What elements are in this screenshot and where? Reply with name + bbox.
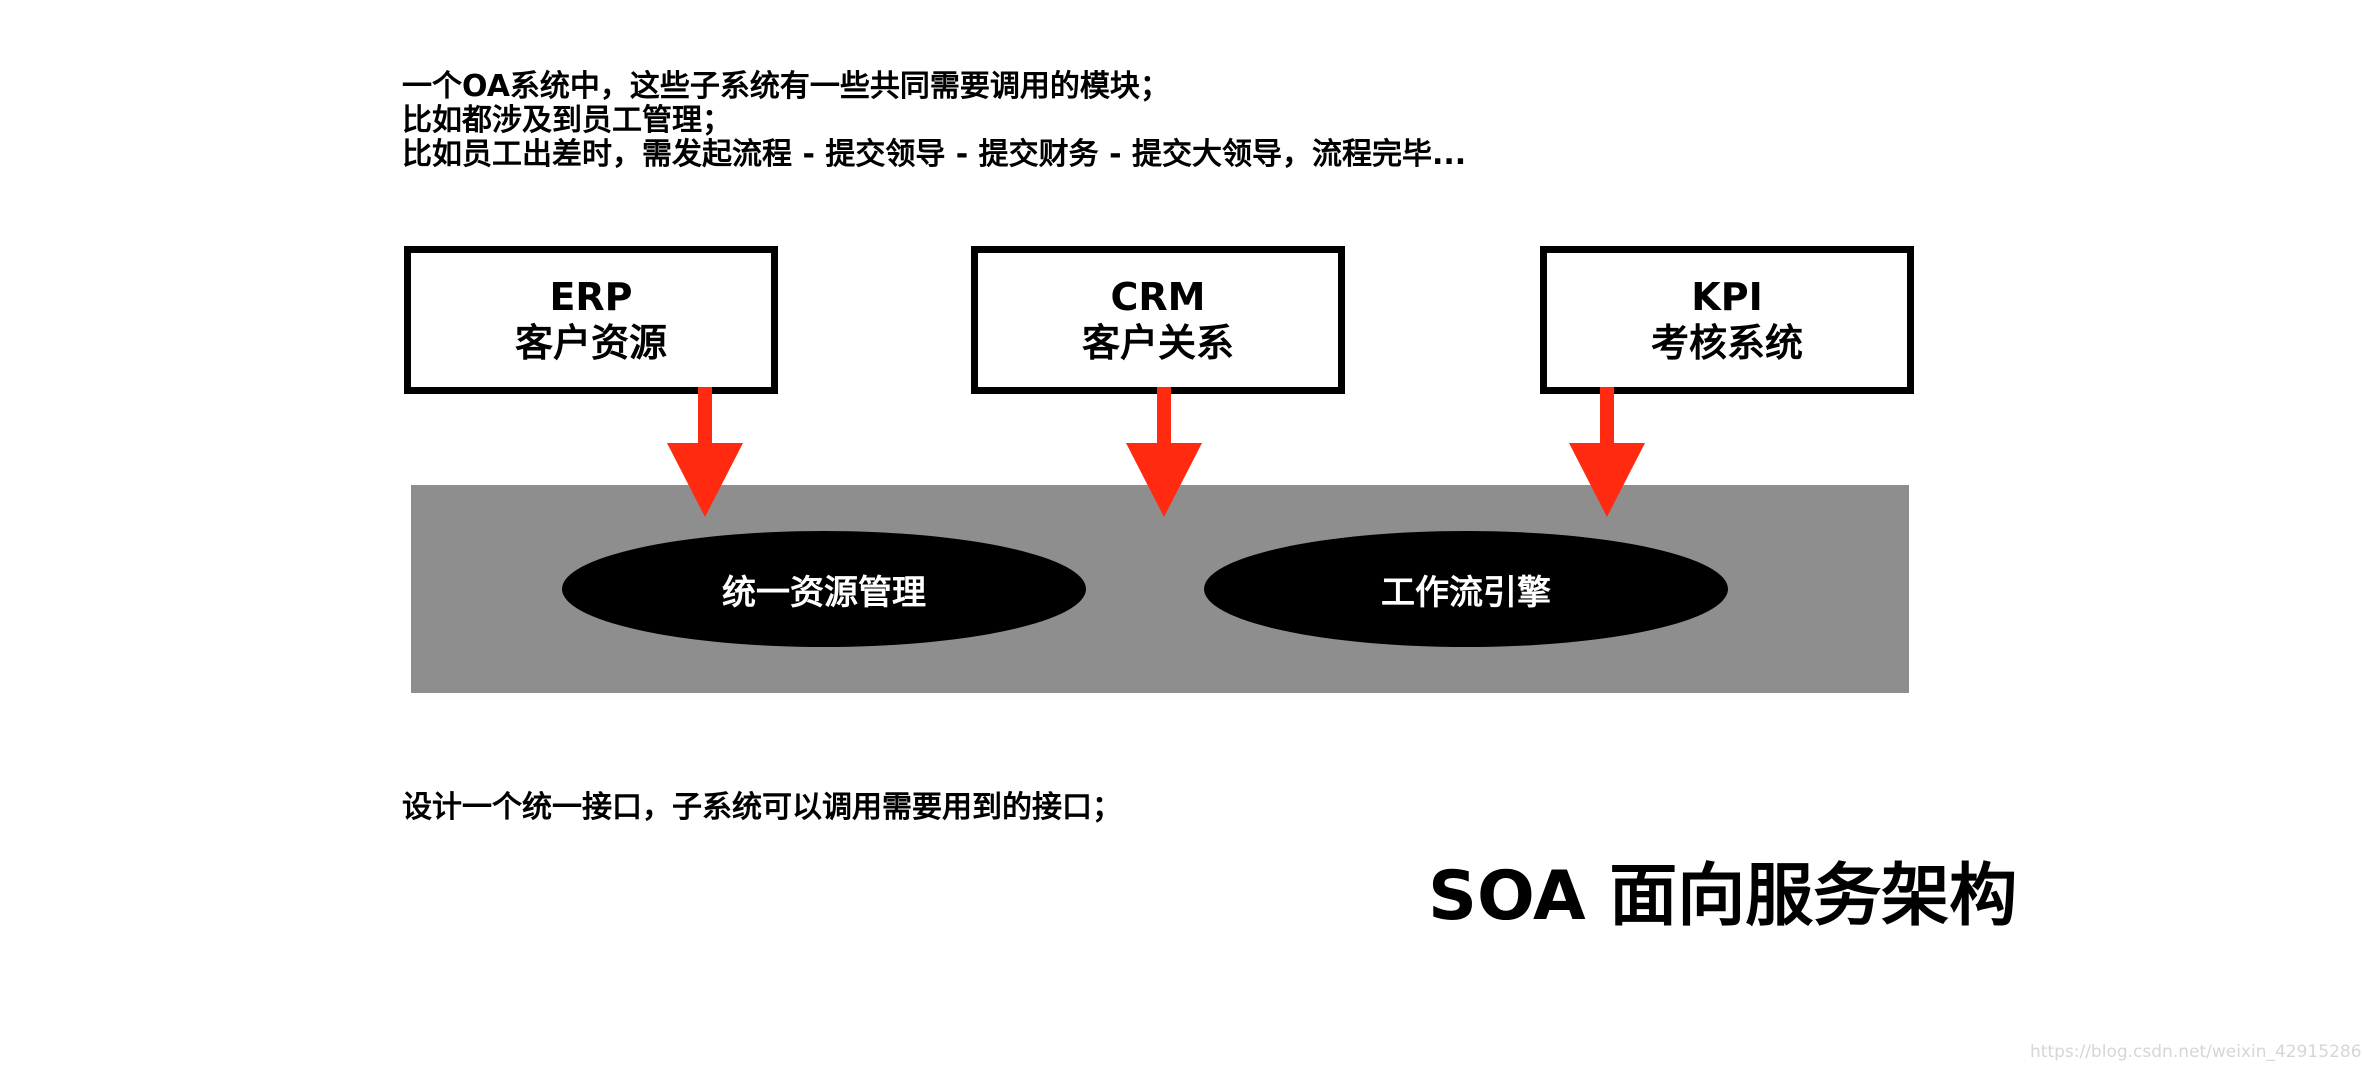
intro-text: 一个OA系统中，这些子系统有一些共同需要调用的模块； 比如都涉及到员工管理； 比… [402,70,1466,172]
watermark: https://blog.csdn.net/weixin_42915286 [2030,1042,2362,1062]
intro-line-3: 比如员工出差时，需发起流程 - 提交领导 - 提交财务 - 提交大领导，流程完毕… [402,137,1467,172]
intro-line-2: 比如都涉及到员工管理； [402,103,732,138]
interface-note: 设计一个统一接口，子系统可以调用需要用到的接口； [402,790,1122,825]
system-code: CRM [1110,275,1206,319]
system-name: 客户资源 [514,321,667,365]
system-box-erp: ERP 客户资源 [404,246,778,394]
module-unified-resource: 统一资源管理 [562,531,1086,647]
headline: SOA 面向服务架构 [1428,857,2018,936]
system-code: ERP [549,275,633,319]
system-box-crm: CRM 客户关系 [971,246,1345,394]
module-label: 统一资源管理 [722,572,926,613]
module-label: 工作流引擎 [1381,572,1551,613]
module-workflow-engine: 工作流引擎 [1204,531,1728,647]
system-box-kpi: KPI 考核系统 [1540,246,1914,394]
system-code: KPI [1691,275,1763,319]
system-name: 考核系统 [1650,321,1803,365]
intro-line-1: 一个OA系统中，这些子系统有一些共同需要调用的模块； [402,69,1170,104]
system-name: 客户关系 [1081,321,1234,365]
